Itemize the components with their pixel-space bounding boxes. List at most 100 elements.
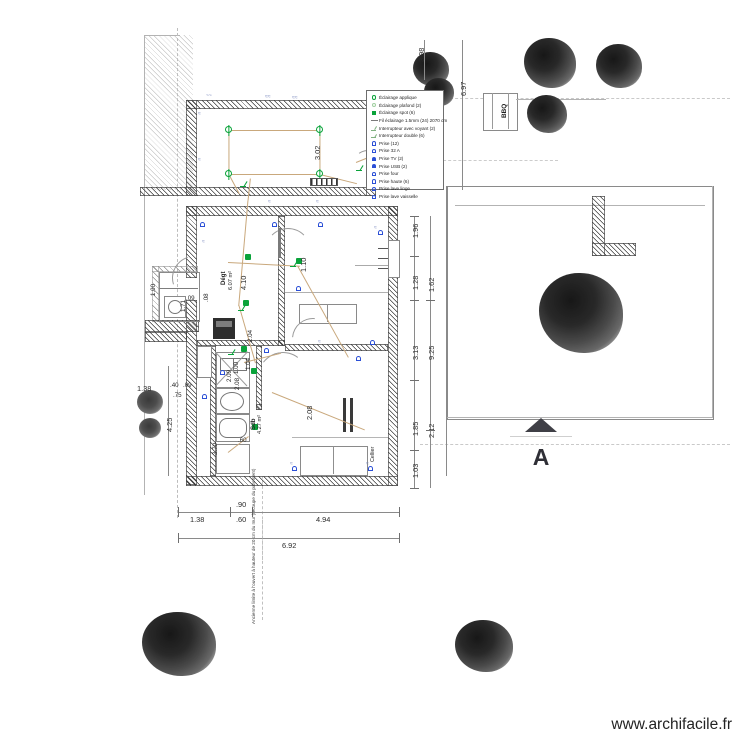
site-wall-upper-right-return <box>592 243 636 256</box>
prise-icon-5[interactable] <box>296 286 301 291</box>
wc-or-basin <box>220 392 244 411</box>
eclairage-spot-icon-3[interactable] <box>241 346 247 352</box>
prise-icon-7[interactable] <box>292 466 297 471</box>
bath-tub <box>219 418 247 438</box>
courtyard-inner-edge <box>455 205 705 206</box>
prise-icon-6[interactable] <box>370 340 375 345</box>
bbq-divider-left <box>492 93 493 129</box>
chambre-door-leaf-2 <box>350 398 353 432</box>
prise-tv-icon <box>370 155 379 162</box>
legend-row: Interrupteur avec voyant (2) <box>370 124 440 132</box>
eclairage-applique-icon <box>370 94 379 101</box>
tree-top-right-e <box>527 95 567 133</box>
room-label-cellier: Cellier <box>370 446 376 462</box>
sejour-floor-line <box>285 292 388 293</box>
prise-icon-1[interactable] <box>200 222 205 227</box>
dim-208: 2.08 <box>234 377 241 390</box>
interrupteur-double-icon-3[interactable] <box>228 350 234 356</box>
tick-bottom-4 <box>399 507 400 517</box>
main-wall-left-upper <box>186 206 197 278</box>
legend-label: Interrupteur double (6) <box>379 133 425 139</box>
legend-label: Prise four <box>379 171 399 177</box>
window-right-opening <box>388 240 400 278</box>
prise-lave-linge-icon <box>370 185 379 192</box>
annotation-scribble-u4: ≈ <box>198 111 201 117</box>
dim-209: 3.70 <box>212 442 219 455</box>
interrupteur-double-icon-4[interactable] <box>238 306 244 312</box>
eclairage-spot-icon-6[interactable] <box>296 258 302 264</box>
interrupteur-voyant-icon <box>370 125 379 132</box>
prise-icon-12[interactable] <box>356 356 361 361</box>
legend-row: Fil éclairage 1.5mm (24) 2070 cm <box>370 117 447 125</box>
eclairage-plafond-icon-2[interactable] <box>316 126 323 133</box>
prise-icon-10[interactable] <box>202 394 207 399</box>
axis-line-horizontal-mid <box>420 444 730 445</box>
annex-wall-left <box>152 266 159 322</box>
furniture-sejour-counter-split <box>327 304 328 322</box>
prise-icon-8[interactable] <box>368 466 373 471</box>
dim-right-103: 1.03 <box>411 463 420 478</box>
door-leaf-degt <box>278 228 281 258</box>
annex-wall-bottom <box>145 320 199 332</box>
dim-bottom-494: 4.94 <box>316 515 331 524</box>
partition-vertical-hall <box>256 346 262 410</box>
tick-right-8 <box>426 430 435 431</box>
prise-icon-9[interactable] <box>220 370 225 375</box>
wire-upper-bottom <box>229 174 320 175</box>
dimchain-right-c <box>446 186 447 476</box>
prise-icon-11[interactable] <box>264 348 269 353</box>
tick-right-1 <box>410 216 419 217</box>
chambre-door-leaf <box>343 398 346 432</box>
legend-label: Éclairage plafond (2) <box>379 102 422 108</box>
dim-annex-100: 1.00 <box>150 283 157 296</box>
bbq-divider-right <box>508 93 509 129</box>
legend-row: Prise USB (2) <box>370 162 440 170</box>
prise-icon-2[interactable] <box>272 222 277 227</box>
dim-annex-08: .09 <box>186 295 195 302</box>
legend-row: Prise TV (2) <box>370 155 440 163</box>
interrupteur-double-icon-1[interactable] <box>240 182 246 188</box>
main-wall-left-lower <box>186 300 197 485</box>
tick-right-2 <box>410 256 419 257</box>
interrupteur-double-icon-2[interactable] <box>356 166 362 172</box>
legend-row: Prise lave linge <box>370 185 440 193</box>
dimchain-right-top <box>462 40 463 190</box>
annotation-scribble-m5: ≈ <box>374 225 377 231</box>
furniture-chambre-bed <box>300 446 368 476</box>
orientation-marker: A <box>510 418 572 469</box>
dim-right-697: 6.97 <box>459 81 468 96</box>
prise-icon-3[interactable] <box>318 222 323 227</box>
main-wall-bottom <box>186 476 398 486</box>
upper-wall-left <box>186 100 197 196</box>
tick-right-6 <box>410 488 419 489</box>
annex-wall-top <box>152 266 198 272</box>
annex-shelf <box>159 288 198 289</box>
annotation-scribble-m4: ≈ <box>318 339 321 345</box>
legend-label: Prise TV (2) <box>379 156 404 162</box>
legend-label: Prise USB (2) <box>379 163 408 169</box>
eclairage-spot-icon-4[interactable] <box>251 368 257 374</box>
north-divider <box>510 436 572 437</box>
dim-interior-100: 1.00 <box>233 361 240 374</box>
eclairage-spot-icon-2[interactable] <box>243 300 249 306</box>
eclairage-plafond-icon-1[interactable] <box>225 126 232 133</box>
eclairage-plafond-icon-3[interactable] <box>225 170 232 177</box>
interrupteur-double-icon <box>370 132 379 139</box>
eclairage-spot-icon-1[interactable] <box>245 254 251 260</box>
eclairage-plafond-icon-4[interactable] <box>316 170 323 177</box>
bush-left-lower <box>139 418 161 438</box>
tree-top-right-d <box>596 44 642 88</box>
dim-bottom-692: 6.92 <box>282 541 297 550</box>
bbq-label: BBQ <box>501 103 508 118</box>
eclairage-spot-icon-5[interactable] <box>252 424 258 430</box>
wire-upper-top <box>229 130 320 131</box>
room-degt <box>197 216 278 340</box>
dim-interior-110: 1.10 <box>299 257 308 272</box>
watermark: www.archifacile.fr <box>611 716 732 733</box>
interrupteur-voyant-icon-1[interactable] <box>290 262 296 268</box>
tick-right-7 <box>426 300 435 301</box>
dim-left-075: .75 <box>173 392 182 399</box>
upper-wall-top <box>186 100 376 109</box>
annotation-scribble-u2: ≈≈ <box>265 94 271 100</box>
prise-icon-4[interactable] <box>378 230 383 235</box>
